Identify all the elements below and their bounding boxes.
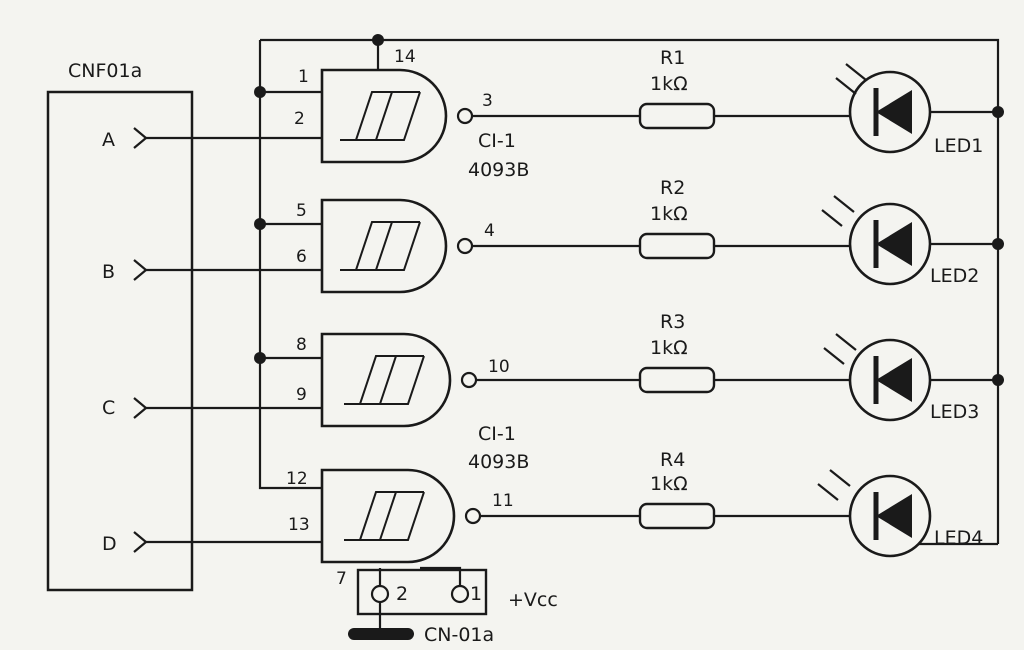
terminal-a-icon	[133, 127, 148, 149]
power-connector: 2 1 CN-01a +Vcc	[348, 568, 558, 646]
pin-number: 4	[484, 221, 495, 241]
input-connector: CNF01a A B C D	[46, 60, 194, 592]
led-label: LED1	[934, 135, 983, 157]
resistor-value: 1kΩ	[650, 473, 688, 495]
junctions	[254, 34, 1004, 386]
diode-icon	[876, 90, 912, 134]
resistor-value: 1kΩ	[650, 203, 688, 225]
light-emission-icon	[835, 63, 867, 95]
power-connector-body	[356, 568, 488, 616]
led-3: LED3	[823, 333, 979, 423]
ic-ref-label: CI-1	[478, 423, 516, 445]
nand-gate-3	[320, 332, 478, 428]
pin-number: 6	[296, 247, 307, 267]
connector-body	[46, 90, 194, 592]
schmitt-trigger-icon	[344, 491, 425, 541]
pin-number: 5	[296, 201, 307, 221]
junction-dot	[992, 106, 1004, 118]
nand-gate-4	[320, 468, 482, 564]
pin-number: 7	[336, 569, 347, 589]
ic-part-label: 4093B	[468, 159, 529, 181]
light-emission-icon	[823, 333, 857, 365]
diode-icon	[876, 222, 912, 266]
led-1: LED1	[835, 63, 983, 157]
light-emission-icon	[817, 469, 851, 501]
resistor-ref: R4	[660, 449, 685, 471]
connector-label: CNF01a	[68, 60, 142, 82]
nand-gate-body	[320, 332, 452, 428]
connector-pin-icon	[450, 584, 470, 604]
junction-dot	[254, 218, 266, 230]
pin-number: 8	[296, 335, 307, 355]
inverter-bubble	[456, 237, 474, 255]
terminal-c-icon	[133, 397, 148, 419]
power-pin-right: 1	[470, 583, 482, 605]
nand-gate-2	[320, 198, 474, 294]
inverter-bubble	[456, 107, 474, 125]
resistor-value: 1kΩ	[650, 73, 688, 95]
resistor-body	[638, 232, 716, 260]
led-4: LED4	[817, 469, 983, 558]
junction-dot	[992, 374, 1004, 386]
junction-dot	[254, 86, 266, 98]
schmitt-trigger-icon	[340, 91, 421, 141]
schmitt-trigger-icon	[344, 355, 425, 405]
resistor-r1: R1 1kΩ	[638, 47, 716, 130]
gate-input-bus	[258, 40, 322, 490]
resistor-ref: R3	[660, 311, 685, 333]
terminal-d-icon	[133, 531, 148, 553]
pin-number: 10	[488, 357, 510, 377]
resistor-body	[638, 502, 716, 530]
pin-numbers: 14 1 2 3 5 6 4 8 9 10 12 13 11 7	[286, 47, 514, 589]
led-label: LED2	[930, 265, 979, 287]
resistor-body	[638, 366, 716, 394]
led-2: LED2	[821, 195, 979, 287]
ic-part-label: 4093B	[468, 451, 529, 473]
supply-label: +Vcc	[508, 589, 558, 611]
junction-dot	[992, 238, 1004, 250]
nand-gate-1	[320, 68, 474, 164]
pin-number: 14	[394, 47, 416, 67]
pin-number: 9	[296, 385, 307, 405]
light-emission-icon	[821, 195, 855, 227]
input-label-a: A	[102, 129, 115, 151]
diode-icon	[876, 358, 912, 402]
resistor-r4: R4 1kΩ	[638, 449, 716, 530]
pin-number: 1	[298, 67, 309, 87]
input-label-b: B	[102, 261, 115, 283]
input-label-c: C	[102, 397, 115, 419]
diode-icon	[876, 494, 912, 538]
pin-number: 13	[288, 515, 310, 535]
resistor-ref: R2	[660, 177, 685, 199]
power-connector-label: CN-01a	[424, 624, 494, 646]
resistor-body	[638, 102, 716, 130]
pin-number: 2	[294, 109, 305, 129]
terminal-b-icon	[133, 259, 148, 281]
power-pin1-wire	[420, 566, 462, 590]
inverter-bubble	[464, 507, 482, 525]
schmitt-trigger-icon	[340, 221, 421, 271]
ground-plug-icon	[348, 628, 414, 640]
resistor-ref: R1	[660, 47, 685, 69]
led-label: LED4	[934, 527, 983, 549]
ic-ref-label: CI-1	[478, 130, 516, 152]
pin-number: 11	[492, 491, 514, 511]
pin-number: 12	[286, 469, 308, 489]
resistor-value: 1kΩ	[650, 337, 688, 359]
input-label-d: D	[102, 533, 117, 555]
junction-dot	[372, 34, 384, 46]
junction-dot	[254, 352, 266, 364]
led-label: LED3	[930, 401, 979, 423]
inverter-bubble	[460, 371, 478, 389]
connector-pin-icon	[370, 584, 390, 604]
pin-number: 3	[482, 91, 493, 111]
power-pin-left: 2	[396, 583, 408, 605]
resistor-r3: R3 1kΩ	[638, 311, 716, 394]
resistor-r2: R2 1kΩ	[638, 177, 716, 260]
